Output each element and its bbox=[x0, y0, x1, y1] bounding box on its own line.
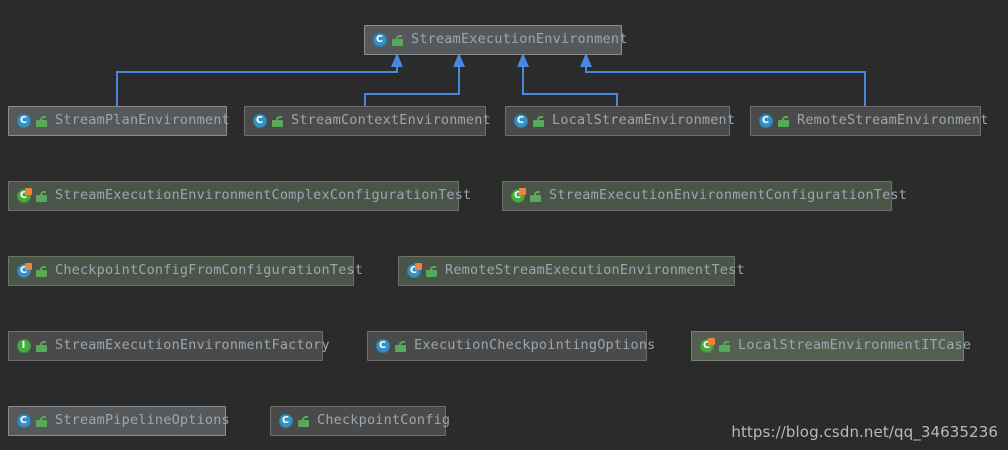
node-label: StreamPlanEnvironment bbox=[55, 112, 230, 129]
test-class-icon-blue: C bbox=[16, 262, 32, 279]
watermark-text: https://blog.csdn.net/qq_34635236 bbox=[731, 423, 998, 441]
node-checkpoint-config[interactable]: C CheckpointConfig bbox=[270, 406, 450, 436]
test-class-icon-green: C bbox=[510, 187, 526, 204]
node-icons: C bbox=[699, 337, 731, 354]
node-remote-stream-execution-environment-test[interactable]: C RemoteStreamExecutionEnvironmentTest bbox=[398, 256, 745, 286]
padlock-icon bbox=[425, 264, 438, 278]
node-icons: C bbox=[16, 262, 48, 279]
node-label: StreamExecutionEnvironmentConfigurationT… bbox=[549, 187, 908, 204]
class-icon-blue: C bbox=[278, 414, 293, 429]
padlock-icon bbox=[718, 339, 731, 353]
class-icon-blue: C bbox=[372, 33, 387, 48]
node-label: StreamExecutionEnvironmentFactory bbox=[55, 337, 330, 354]
node-icons: C bbox=[16, 414, 48, 429]
class-icon-blue: C bbox=[252, 114, 267, 129]
node-icons: C bbox=[406, 262, 438, 279]
padlock-icon bbox=[391, 33, 404, 47]
test-class-icon-blue: C bbox=[406, 262, 422, 279]
padlock-icon bbox=[297, 414, 310, 428]
node-icons: C bbox=[16, 114, 48, 129]
padlock-icon bbox=[532, 114, 545, 128]
padlock-icon bbox=[777, 114, 790, 128]
node-stream-execution-environment[interactable]: C StreamExecutionEnvironment bbox=[364, 25, 627, 55]
node-stream-plan-environment[interactable]: C StreamPlanEnvironment bbox=[8, 106, 230, 136]
edge-stream-plan-environment bbox=[116, 64, 398, 106]
arrow-head-stream-context-environment bbox=[453, 53, 465, 67]
node-stream-execution-environment-complex-configuration-test[interactable]: C StreamExecutionEnvironmentComplexConfi… bbox=[8, 181, 471, 211]
class-icon-blue: C bbox=[375, 339, 390, 354]
node-icons: C bbox=[278, 414, 310, 429]
node-local-stream-environment[interactable]: C LocalStreamEnvironment bbox=[505, 106, 735, 136]
class-icon-blue: C bbox=[16, 114, 31, 129]
node-label: LocalStreamEnvironmentITCase bbox=[738, 337, 972, 354]
test-class-icon-green: C bbox=[699, 337, 715, 354]
node-label: ExecutionCheckpointingOptions bbox=[414, 337, 656, 354]
node-execution-checkpointing-options[interactable]: C ExecutionCheckpointingOptions bbox=[367, 331, 655, 361]
edge-local-stream-environment bbox=[522, 64, 618, 106]
interface-icon-green: I bbox=[16, 339, 31, 354]
node-label: CheckpointConfig bbox=[317, 412, 451, 429]
node-label: StreamExecutionEnvironmentComplexConfigu… bbox=[55, 187, 472, 204]
node-label: RemoteStreamExecutionEnvironmentTest bbox=[445, 262, 745, 279]
arrow-head-stream-plan-environment bbox=[391, 53, 403, 67]
padlock-icon bbox=[35, 414, 48, 428]
node-icons: C bbox=[16, 187, 48, 204]
node-local-stream-environment-it-case[interactable]: C LocalStreamEnvironmentITCase bbox=[691, 331, 971, 361]
arrow-head-local-stream-environment bbox=[517, 53, 529, 67]
padlock-icon bbox=[271, 114, 284, 128]
edge-remote-stream-environment bbox=[585, 64, 866, 106]
test-class-icon-green: C bbox=[16, 187, 32, 204]
node-icons: C bbox=[375, 339, 407, 354]
edge-stream-context-environment bbox=[364, 64, 460, 106]
padlock-icon bbox=[394, 339, 407, 353]
node-icons: C bbox=[510, 187, 542, 204]
padlock-icon bbox=[529, 189, 542, 203]
node-stream-execution-environment-configuration-test[interactable]: C StreamExecutionEnvironmentConfiguratio… bbox=[502, 181, 907, 211]
padlock-icon bbox=[35, 264, 48, 278]
padlock-icon bbox=[35, 114, 48, 128]
node-label: CheckpointConfigFromConfigurationTest bbox=[55, 262, 364, 279]
node-label: StreamContextEnvironment bbox=[291, 112, 491, 129]
arrow-head-remote-stream-environment bbox=[580, 53, 592, 67]
class-icon-blue: C bbox=[758, 114, 773, 129]
node-icons: C bbox=[758, 114, 790, 129]
node-icons: C bbox=[513, 114, 545, 129]
node-label: StreamPipelineOptions bbox=[55, 412, 230, 429]
node-remote-stream-environment[interactable]: C RemoteStreamEnvironment bbox=[750, 106, 988, 136]
node-icons: I bbox=[16, 339, 48, 354]
node-icons: C bbox=[372, 33, 404, 48]
padlock-icon bbox=[35, 189, 48, 203]
node-icons: C bbox=[252, 114, 284, 129]
node-stream-context-environment[interactable]: C StreamContextEnvironment bbox=[244, 106, 491, 136]
class-icon-blue: C bbox=[16, 414, 31, 429]
padlock-icon bbox=[35, 339, 48, 353]
node-checkpoint-config-from-configuration-test[interactable]: C CheckpointConfigFromConfigurationTest bbox=[8, 256, 363, 286]
node-label: StreamExecutionEnvironment bbox=[411, 31, 628, 48]
node-label: LocalStreamEnvironment bbox=[552, 112, 736, 129]
node-label: RemoteStreamEnvironment bbox=[797, 112, 989, 129]
node-stream-pipeline-options[interactable]: C StreamPipelineOptions bbox=[8, 406, 230, 436]
class-icon-blue: C bbox=[513, 114, 528, 129]
node-stream-execution-environment-factory[interactable]: I StreamExecutionEnvironmentFactory bbox=[8, 331, 330, 361]
